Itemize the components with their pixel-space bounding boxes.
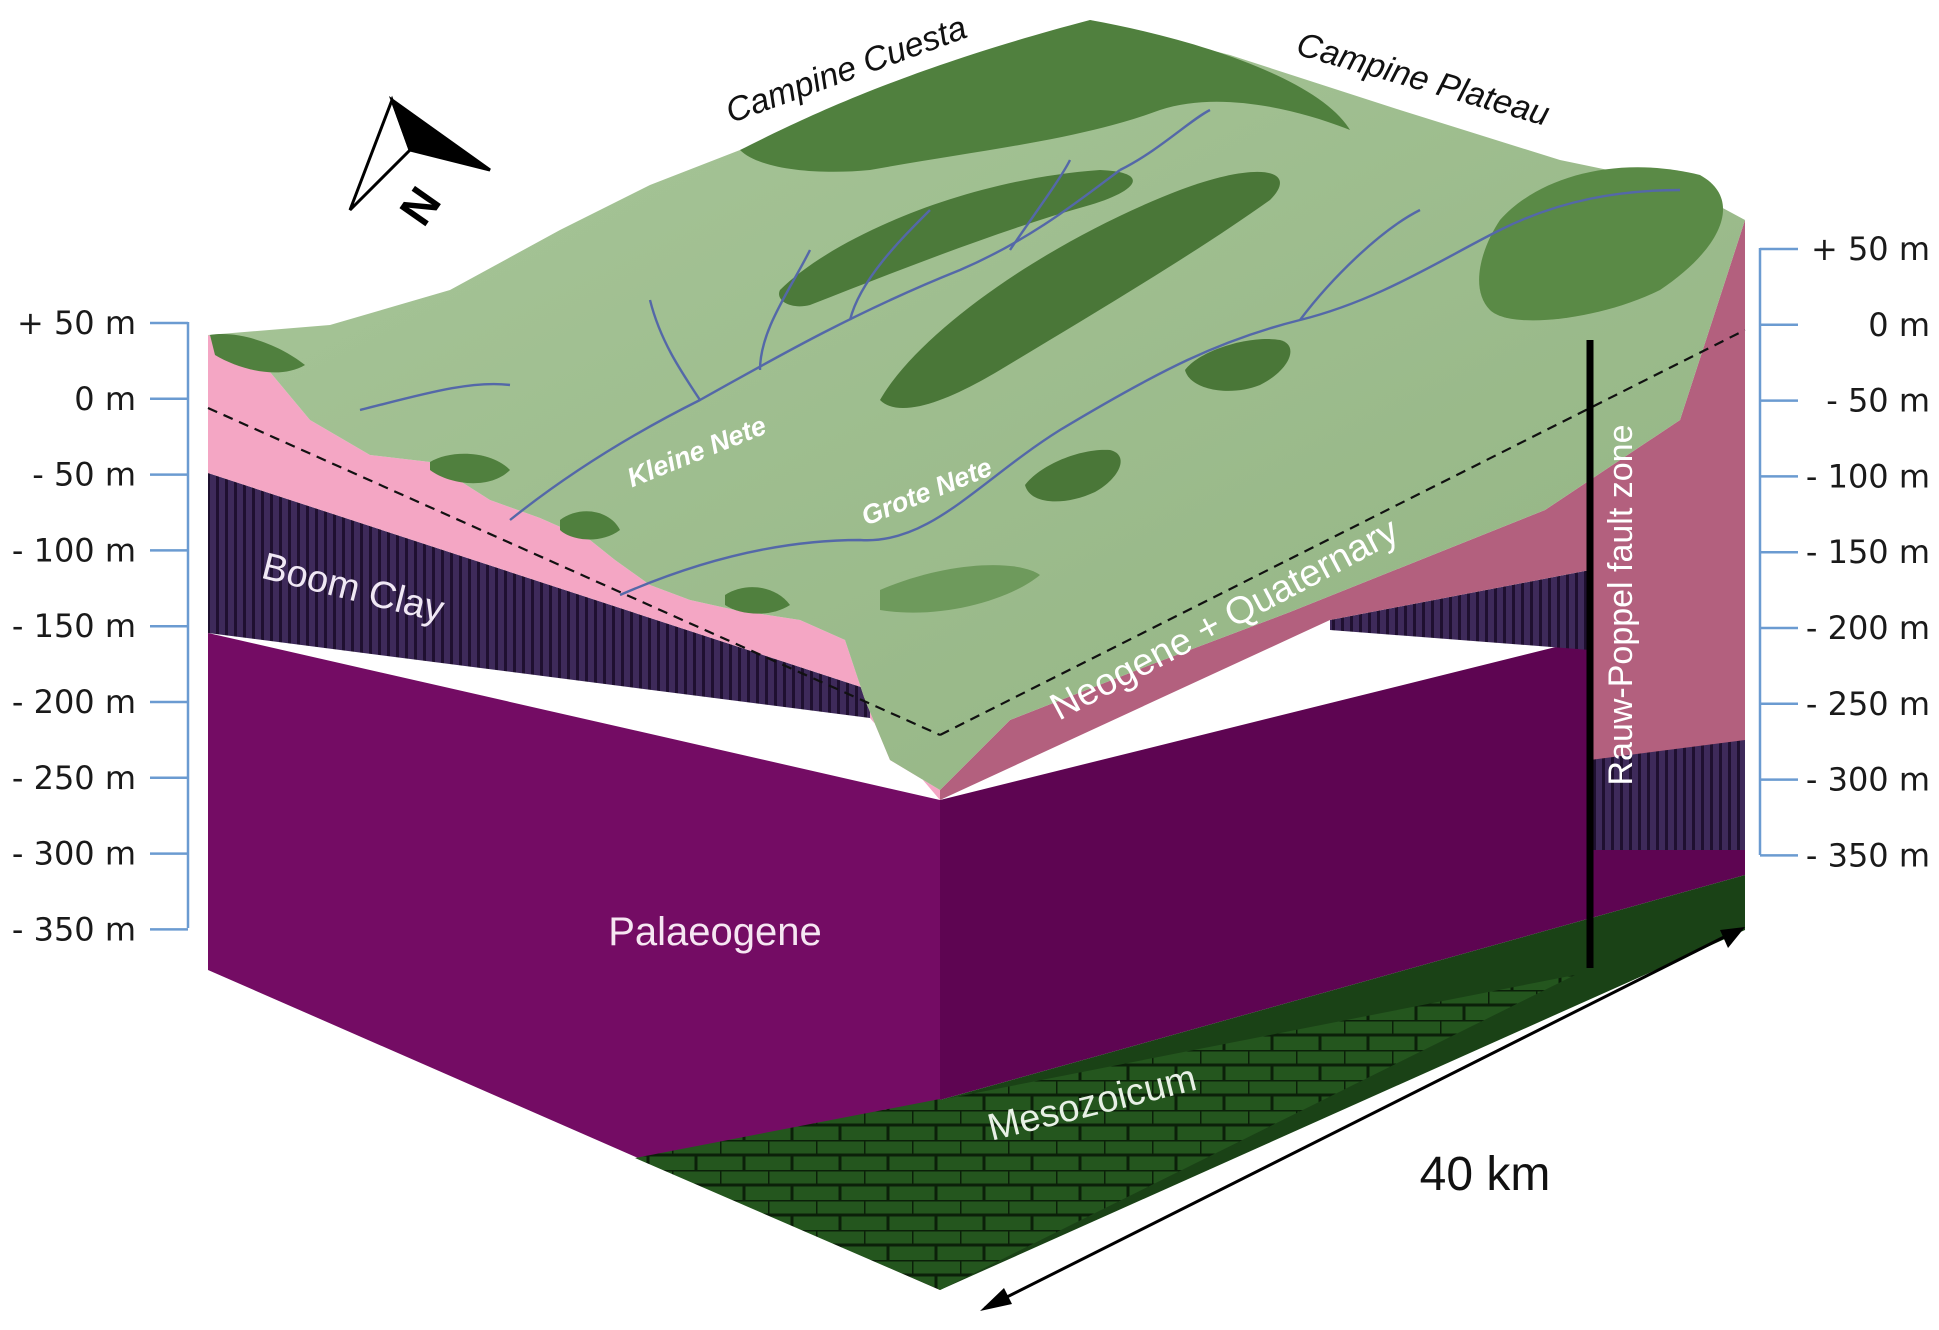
plateau-east (1479, 167, 1724, 321)
axis-label: - 200 m (1806, 609, 1930, 647)
axis-label: 0 m (1868, 306, 1930, 344)
axis-label: - 300 m (1806, 761, 1930, 799)
scale-arrow (980, 927, 1745, 1311)
tributary (848, 209, 931, 321)
hill-east (1185, 339, 1291, 391)
knoll-west-2 (430, 453, 510, 484)
knoll-west-3 (560, 511, 620, 540)
axis-label: 0 m (74, 380, 136, 418)
fault-zone-label: Rauw-Poppel fault zone (1602, 424, 1640, 785)
neogene-front-face (208, 335, 940, 800)
palaeogene-front-face (208, 633, 940, 1290)
axis-label: - 250 m (1806, 685, 1930, 723)
ridge-north (740, 20, 1350, 172)
axis-label: - 350 m (1806, 836, 1930, 874)
ridge-upper-left (779, 170, 1133, 307)
axis-label: - 250 m (12, 759, 136, 797)
palaeogene-label: Palaeogene (608, 910, 822, 954)
left-depth-axis: + 50 m 0 m - 50 m - 100 m - 150 m - 200 m - 25… (12, 304, 190, 948)
axis-label: - 50 m (1826, 382, 1930, 420)
axis-label: - 300 m (12, 835, 136, 873)
river-grote-nete (619, 188, 1681, 597)
boom-clay-side-face-right (1590, 740, 1745, 850)
tributary (648, 299, 701, 401)
hill-south (1025, 449, 1121, 502)
north-arrow-icon: N (348, 95, 491, 235)
tributary (359, 382, 511, 412)
axis-label: - 150 m (12, 607, 136, 645)
dashed-line-side (939, 329, 1746, 736)
right-depth-axis: + 50 m 0 m - 50 m - 100 m - 150 m - 200 m - 25… (1758, 230, 1930, 874)
axis-label: - 100 m (1806, 457, 1930, 495)
axis-label: - 100 m (12, 531, 136, 569)
mesozoicum-front-face (635, 1099, 940, 1290)
mesozoicum-side-bricks (940, 975, 1575, 1290)
axis-label: - 350 m (12, 910, 136, 948)
river-kleine-nete (509, 169, 1121, 521)
knoll-west (210, 334, 305, 373)
scale-label: 40 km (1420, 1148, 1551, 1201)
tributary (1009, 159, 1072, 251)
tributary (1119, 108, 1211, 172)
tributary (758, 249, 812, 371)
axis-label: + 50 m (17, 304, 136, 342)
valley-edge-south (880, 565, 1040, 613)
neogene-side-face (940, 220, 1745, 800)
tributary (1299, 208, 1421, 321)
boom-clay-front-face (208, 473, 870, 718)
axis-label: - 50 m (32, 456, 136, 494)
ridge-central (880, 171, 1280, 409)
axis-label: - 150 m (1806, 533, 1930, 571)
axis-label: + 50 m (1811, 230, 1930, 268)
dashed-line-front (207, 406, 941, 737)
north-arrow-label: N (389, 177, 451, 234)
palaeogene-side-face (940, 600, 1745, 1100)
river-network (359, 108, 1681, 597)
knoll-west-4 (725, 587, 790, 614)
axis-label: - 200 m (12, 683, 136, 721)
land-surface (208, 20, 1745, 790)
